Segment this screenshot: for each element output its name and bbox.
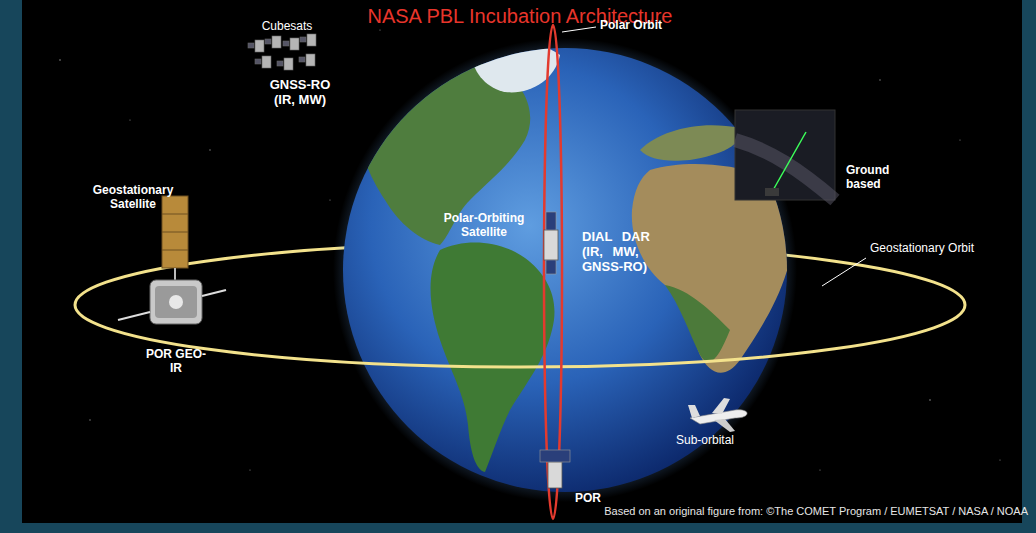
sub-orbital-aircraft: [688, 398, 747, 432]
geostationary-satellite: [118, 196, 226, 324]
illustration-part: [772, 132, 806, 192]
illustration-part: [329, 199, 330, 200]
text-holder: POR: [575, 492, 625, 506]
polar-orbit: [544, 25, 562, 519]
europe: [640, 125, 741, 160]
illustration-part: [129, 119, 130, 120]
illustration-part: [688, 405, 700, 418]
illustration-part: [544, 230, 558, 260]
africa-forest: [665, 285, 730, 362]
illustration-part: [174, 268, 176, 280]
text-holder: POR GEO-IR: [141, 348, 211, 376]
cubesats: [248, 34, 316, 70]
illustration-part: [272, 36, 281, 48]
illustration-part: [284, 58, 293, 70]
illustration-part: [162, 232, 188, 233]
illustration-part: [89, 419, 90, 420]
illustration-part: [548, 462, 562, 488]
illustration-part: [300, 37, 306, 42]
illustration-part: [540, 450, 570, 462]
text-holder: Geostationary Orbit: [870, 242, 1020, 256]
satellite-label: Geostationary Satellite: [83, 184, 183, 212]
illustration-part: [714, 419, 735, 432]
illustration-part: [59, 59, 61, 61]
south-america: [431, 242, 555, 472]
illustration-part: [249, 469, 250, 470]
instrument-label: DIAL DAR (IR, MW, GNSS-RO): [582, 230, 652, 275]
space-background: [22, 0, 1022, 523]
geo-orbit-front: [75, 305, 965, 367]
text-holder: DIAL DAR (IR, MW, GNSS-RO): [582, 230, 652, 275]
text-holder: NASA PBL Incubation Architecture: [260, 5, 780, 28]
illustration-part: [162, 250, 188, 251]
text-holder: Based on an original figure from: ©The C…: [428, 505, 1028, 518]
illustration-part: [255, 59, 261, 64]
africa: [632, 164, 790, 373]
illustration-part: [307, 34, 316, 46]
illustration-part: [546, 212, 556, 230]
illustration-part: [959, 139, 960, 140]
illustration-part: [248, 43, 254, 48]
caption: Based on an original figure from: ©The C…: [428, 505, 1028, 518]
illustration-part: [155, 286, 197, 318]
illustration-part: [202, 290, 226, 296]
illustration-part: [169, 295, 183, 309]
orbit-label: Polar Orbit: [600, 19, 690, 33]
illustration-part: [162, 196, 188, 268]
illustration-part: [712, 398, 730, 414]
illustration-part: [765, 188, 779, 196]
instrument-label: POR: [575, 492, 625, 506]
satellite-label: Polar-Orbiting Satellite: [432, 212, 536, 240]
illustration-part: [277, 61, 283, 66]
platform-label: Sub-orbital: [676, 434, 776, 448]
text-holder: Sub-orbital: [676, 434, 776, 448]
illustration-part: [999, 459, 1000, 460]
polar-satellite: [540, 450, 570, 488]
illustration-part: [150, 280, 202, 324]
diagram-title: NASA PBL Incubation Architecture: [260, 5, 780, 28]
instrument-label: GNSS-RO (IR, MW): [263, 78, 337, 108]
illustration-part: [819, 469, 820, 470]
text-holder: Geostationary Satellite: [83, 184, 183, 212]
illustration-part: [735, 110, 835, 200]
illustration-part: [299, 57, 305, 62]
text-holder: GNSS-RO (IR, MW): [263, 78, 337, 108]
illustration-part: [209, 149, 210, 150]
earth-glow: [333, 38, 797, 502]
illustration-part: [379, 29, 380, 30]
text-holder: Polar Orbit: [600, 19, 690, 33]
continents: [357, 41, 790, 472]
illustration-part: [546, 260, 556, 274]
illustration-part: [306, 54, 315, 66]
ground-lidar-photo: [735, 110, 835, 200]
illustration-part: [290, 38, 299, 50]
text-holder: Polar-Orbiting Satellite: [432, 212, 536, 240]
illustration-part: [265, 39, 271, 44]
instrument-label: POR GEO-IR: [141, 348, 211, 376]
orbit-label: Geostationary Orbit: [870, 242, 1020, 256]
text-holder: Cubesats: [247, 20, 327, 34]
cubesat-label: Cubesats: [247, 20, 327, 34]
illustration-part: [879, 79, 880, 80]
leader-line: [562, 27, 596, 32]
illustration-part: [262, 56, 271, 68]
illustration-part: [118, 312, 150, 320]
polar-satellite: [544, 212, 558, 274]
illustration-part: [162, 214, 188, 215]
illustration-part: [255, 40, 264, 52]
illustration-part: [283, 41, 289, 46]
leader-line: [822, 258, 866, 286]
illustration-part: [929, 399, 931, 401]
text-holder: Ground based: [846, 164, 906, 192]
ground-label: Ground based: [846, 164, 906, 192]
